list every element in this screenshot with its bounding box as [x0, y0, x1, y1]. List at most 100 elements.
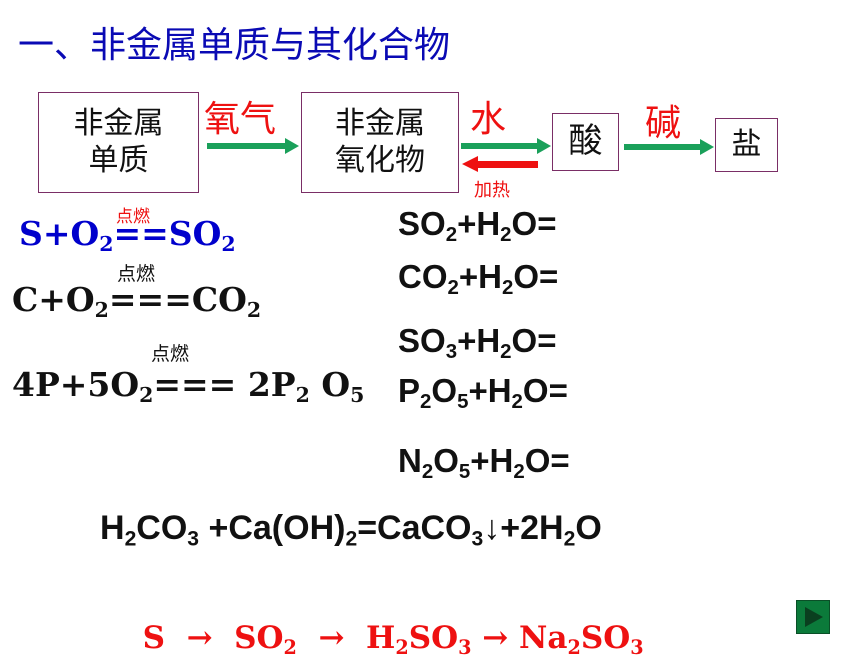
n-p6: O	[575, 509, 602, 547]
c-s4: 2	[567, 635, 581, 659]
arrow-reverse-heating	[462, 156, 538, 172]
n-p1: H	[100, 509, 125, 547]
equation-sulfur-combustion: S+O2==SO2	[19, 214, 236, 257]
diagram-arrows	[207, 138, 714, 172]
box-acid: 酸	[552, 113, 619, 171]
r5-sub2: 2	[513, 460, 525, 484]
arrow-base	[624, 139, 714, 155]
label-heating: 加热	[474, 180, 510, 201]
r3-formula: SO	[398, 322, 446, 359]
c-s5: 3	[630, 635, 644, 659]
c-s1: 2	[283, 635, 297, 659]
arrow-water	[461, 138, 551, 154]
r4-sub1: 5	[457, 390, 469, 414]
r5-sub0: 2	[421, 460, 434, 484]
eq2-equals: ===	[108, 280, 192, 319]
condition-ignite-3: 点燃	[151, 343, 190, 365]
reaction-neutralization: H2CO3 +Ca(OH)2=CaCO3↓+2H2O	[100, 509, 602, 551]
equation-carbon-combustion: C+O2===CO2	[12, 280, 262, 323]
r4-sub0: 2	[420, 390, 432, 414]
r3-sub2: 2	[500, 340, 512, 364]
condition-ignite-2: 点燃	[117, 263, 156, 285]
n-s3: 2	[345, 527, 358, 551]
r5-plus: +H	[470, 442, 514, 479]
r3-tail: O=	[511, 322, 557, 359]
n-s5: 2	[563, 527, 576, 551]
eq2-sub-b: 2	[246, 298, 262, 323]
box2-line1: 非金属	[335, 105, 425, 141]
r1-plus: +H	[457, 205, 501, 242]
label-base: 碱	[645, 103, 682, 144]
r4-tail: O=	[522, 372, 568, 409]
eq1-sub-b: 2	[221, 232, 236, 257]
n-p2: CO	[136, 509, 188, 547]
eq1-equals: ==	[113, 214, 169, 253]
c-p5: SO	[580, 620, 631, 656]
next-slide-button[interactable]	[796, 600, 830, 634]
box-salt: 盐	[715, 118, 778, 172]
box-nonmetal-oxide: 非金属氧化物	[301, 92, 459, 193]
eq2-sub-a: 2	[94, 298, 109, 323]
eq3-sub-c: 5	[350, 383, 365, 408]
reaction-so3-water: SO3+H2O=	[398, 322, 557, 364]
c-p1: S → SO	[142, 620, 284, 656]
box1-line1: 非金属	[73, 105, 164, 141]
c-p2: → H	[296, 620, 396, 656]
eq1-part-a: S+O	[19, 214, 100, 253]
n-p4: =CaCO	[357, 509, 472, 547]
reaction-p2o5-water: P2O5+H2O=	[398, 372, 568, 414]
condition-ignite-1: 点燃	[116, 207, 150, 227]
r2-formula: CO	[398, 258, 448, 295]
r1-sub2: 2	[500, 223, 512, 247]
r4-plus: +H	[468, 372, 512, 409]
eq1-part-b: SO	[168, 214, 222, 253]
eq2-part-b: CO	[191, 280, 247, 319]
eq3-part-a: 4P+5O	[12, 365, 140, 404]
r5-sub1: 5	[458, 460, 471, 484]
r4-formula-b: O	[431, 372, 458, 409]
r1-tail: O=	[511, 205, 557, 242]
r4-sub2: 2	[511, 390, 523, 414]
reaction-n2o5-water: N2O5+H2O=	[398, 442, 570, 484]
conversion-chain: S → SO2 → H2SO3 → Na2SO3	[121, 584, 644, 659]
box1-line2: 单质	[88, 142, 149, 178]
r2-tail: O=	[513, 258, 559, 295]
eq3-sub-b: 2	[295, 383, 310, 408]
n-s2: 3	[187, 527, 200, 551]
r5-formula: N	[398, 442, 422, 479]
n-s1: 2	[124, 527, 137, 551]
r2-plus: +H	[458, 258, 502, 295]
reaction-co2-water: CO2+H2O=	[398, 258, 559, 300]
r1-formula: SO	[398, 205, 446, 242]
eq1-sub-a: 2	[99, 232, 114, 257]
arrow-oxygen	[207, 138, 299, 154]
r2-sub1: 2	[447, 276, 459, 300]
eq3-sub-a: 2	[139, 383, 154, 408]
page-title: 一、非金属单质与其化合物	[18, 25, 451, 66]
r3-plus: +H	[457, 322, 501, 359]
n-p5: ↓+2H	[483, 509, 564, 547]
c-s3: 3	[458, 635, 472, 659]
r2-sub2: 2	[501, 276, 514, 300]
c-p3: SO	[408, 620, 459, 656]
box-nonmetal-element: 非金属单质	[38, 92, 199, 193]
equation-phosphorus-combustion: 4P+5O2=== 2P2 O5	[12, 365, 365, 408]
n-s4: 3	[471, 527, 484, 551]
label-oxygen: 氧气	[204, 99, 277, 140]
r4-formula: P	[398, 372, 421, 409]
c-s2: 2	[395, 635, 409, 659]
box4-label: 盐	[731, 126, 762, 162]
box3-label: 酸	[568, 121, 603, 162]
eq2-part-a: C+O	[12, 280, 95, 319]
eq3-equals: === 2P	[153, 365, 296, 404]
r5-tail: O=	[524, 442, 570, 479]
eq3-part-c: O	[309, 365, 351, 404]
r5-formula-b: O	[433, 442, 459, 479]
r1-sub1: 2	[445, 223, 458, 247]
label-water: 水	[470, 99, 507, 140]
reaction-so2-water: SO2+H2O=	[398, 205, 557, 247]
box2-line2: 氧化物	[335, 142, 425, 178]
c-p4: → Na	[471, 620, 568, 656]
r3-sub1: 3	[445, 340, 458, 364]
play-next-icon	[805, 607, 823, 627]
